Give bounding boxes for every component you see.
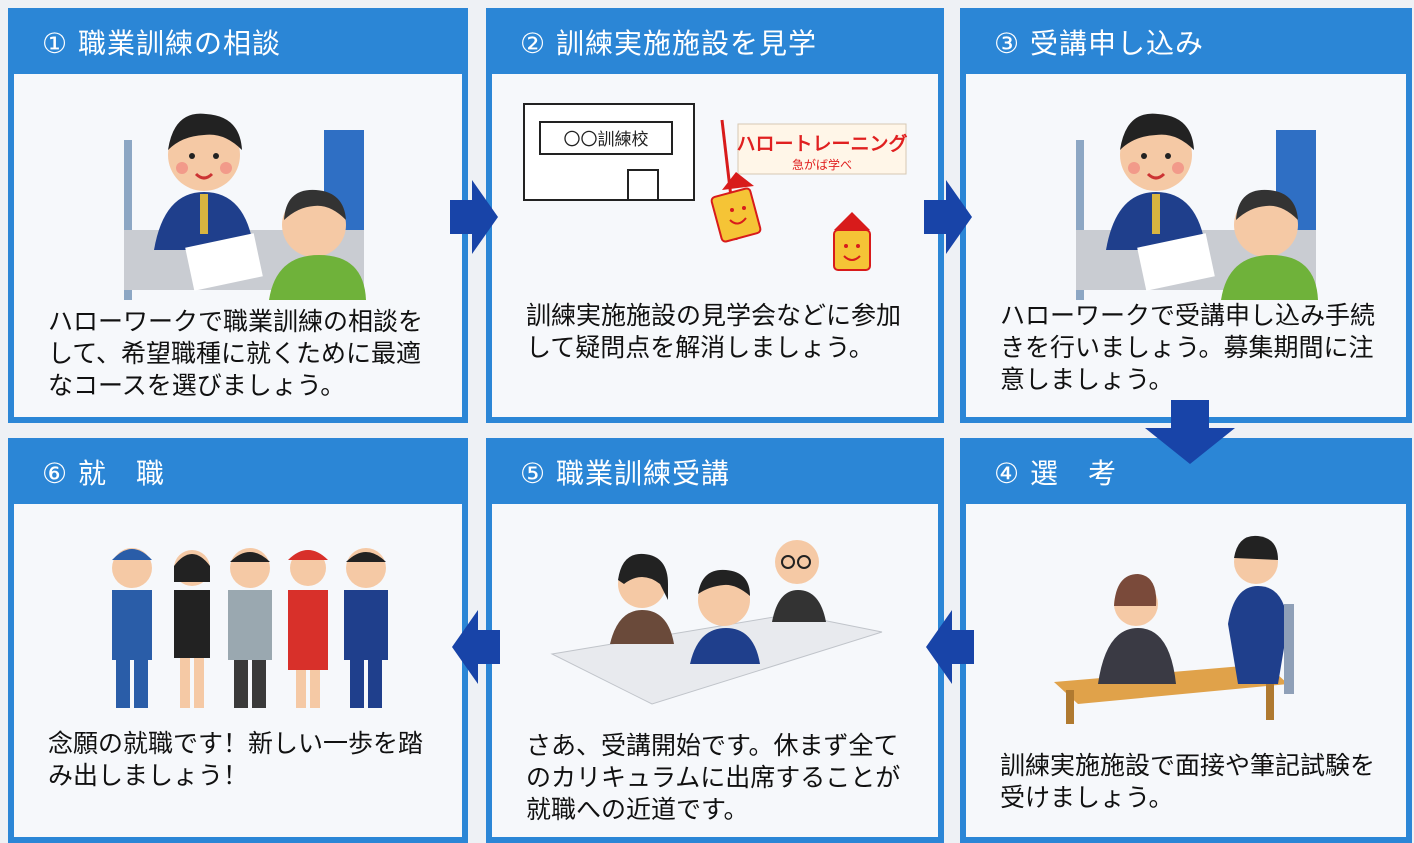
step-3-title: ③ 受講申し込み [966, 14, 1406, 74]
training-class-illustration [550, 540, 883, 705]
step-2-title: ② 訓練実施施設を見学 [492, 14, 938, 74]
arrow-right-icon [924, 180, 972, 254]
step-1-text: ハローワークで職業訓練の相談をして、希望職種に就くために最適なコースを選びましょ… [48, 307, 424, 400]
step-1-card: ① 職業訓練の相談 ハローワークで職業訓練の相談をして、希望職種に就くために最適… [8, 8, 468, 423]
step-3-text: ハローワークで受講申し込み手続きを行いましょう。募集期間に注意しましょう。 [1000, 301, 1376, 394]
flag-title: ハロートレーニング [736, 132, 907, 155]
application-counter-illustration [1076, 113, 1318, 300]
consultation-illustration [124, 113, 366, 300]
step-4-card: ④ 選 考 訓練実施施設で面接や筆記試験を受けましょう。 [960, 438, 1412, 843]
interview-illustration [1054, 535, 1294, 724]
arrow-left-icon [452, 610, 500, 684]
school-building-illustration: 〇〇訓練校 [523, 103, 695, 201]
step-4-text: 訓練実施施設で面接や筆記試験を受けましょう。 [1000, 751, 1376, 812]
step-6-text: 念願の就職です！新しい一歩を踏み出しましょう！ [48, 729, 424, 790]
arrow-right-icon [450, 180, 498, 254]
hello-training-mascot-icon: ハロートレーニング 急がば学べ [710, 119, 908, 271]
step-5-title: ⑤ 職業訓練受講 [492, 444, 938, 504]
arrow-down-icon [1145, 400, 1235, 464]
step-6-title: ⑥ 就 職 [14, 444, 462, 504]
step-5-text: さあ、受講開始です。休まず全てのカリキュラムに出席することが就職への近道です。 [526, 731, 901, 824]
school-sign: 〇〇訓練校 [564, 130, 649, 150]
step-5-card: ⑤ 職業訓練受講 さあ、受講開始です。休まず全てのカリキュラムに出席することが就… [486, 438, 944, 843]
step-2-card: ② 訓練実施施設を見学 〇〇訓練校 ハロートレーニング 急がば学べ 訓練実施施設… [486, 8, 944, 423]
employed-workers-illustration [112, 548, 388, 708]
arrow-left-icon [926, 610, 974, 684]
step-3-card: ③ 受講申し込み ハローワークで受講申し込み手続きを行いましょう。募集期間に注意… [960, 8, 1412, 423]
flag-subtitle: 急がば学べ [792, 157, 852, 172]
step-1-title: ① 職業訓練の相談 [14, 14, 462, 74]
step-2-text: 訓練実施施設の見学会などに参加して疑問点を解消しましょう。 [526, 301, 902, 362]
step-6-card: ⑥ 就 職 念願の就職です！新しい一歩を踏み出しましょう！ [8, 438, 468, 843]
